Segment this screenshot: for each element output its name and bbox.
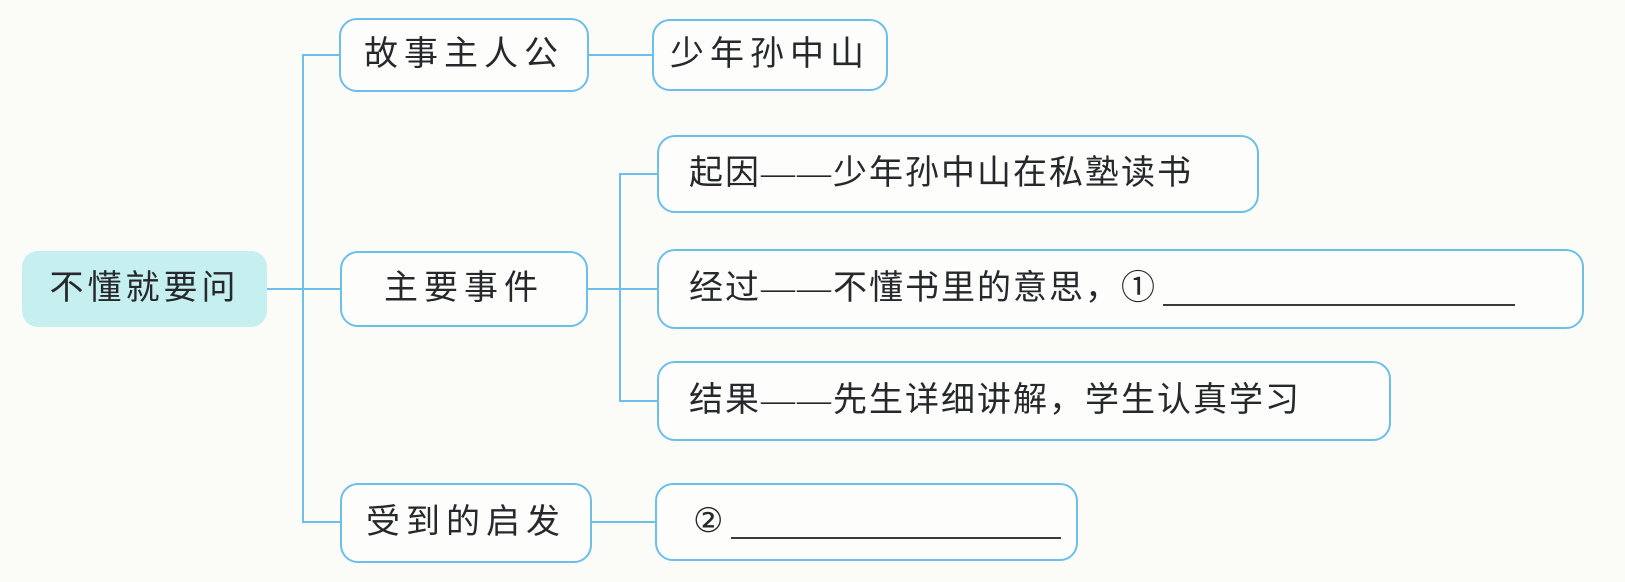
branch-node-protagonist: 故事主人公 [339, 18, 589, 92]
leaf-node-protagonist-value: 少年孙中山 [652, 19, 888, 91]
fill-in-blank-1 [1163, 272, 1515, 307]
root-node-title: 不懂就要问 [22, 251, 267, 327]
fill-in-blank-2 [731, 505, 1062, 540]
leaf-node-inspiration-value: ② [655, 483, 1078, 561]
connector-trunk-to-protagonist [302, 54, 341, 56]
branch-node-main-events: 主要事件 [340, 251, 588, 327]
connector-subtrunk-to-cause [619, 173, 658, 175]
inspiration-marker: ② [693, 503, 726, 540]
connector-trunk-to-inspiration [302, 521, 342, 523]
leaf-node-result: 结果——先生详细讲解，学生认真学习 [657, 361, 1391, 441]
leaf-node-process: 经过——不懂书里的意思，① [657, 249, 1584, 329]
connector-protagonist-to-value [587, 54, 654, 56]
connector-subtrunk-to-process [619, 288, 658, 290]
connector-inspiration-to-value [590, 521, 657, 523]
process-text: 经过——不懂书里的意思，① [689, 270, 1157, 307]
connector-events-to-subtrunk [586, 288, 621, 290]
trunk-events-vertical [619, 173, 621, 402]
leaf-node-cause: 起因——少年孙中山在私塾读书 [657, 135, 1259, 213]
trunk-main-vertical [302, 54, 304, 523]
connector-root-to-trunk [266, 288, 342, 290]
connector-subtrunk-to-result [619, 400, 658, 402]
branch-node-inspiration: 受到的启发 [340, 483, 592, 563]
